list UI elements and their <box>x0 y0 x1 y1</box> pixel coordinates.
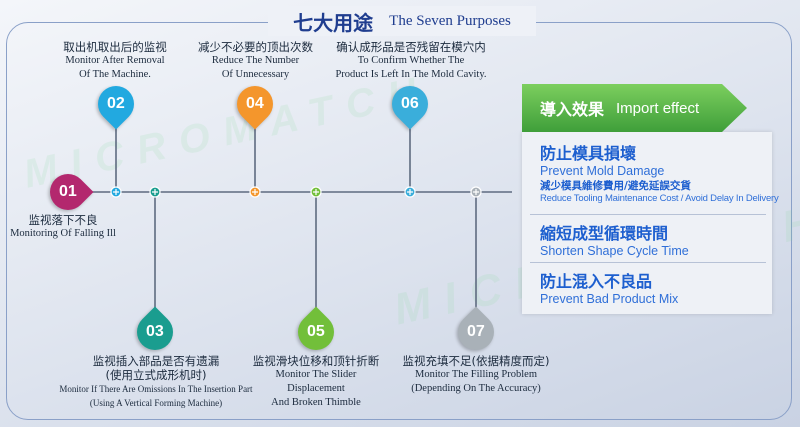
step-01-number: 01 <box>59 182 77 200</box>
step-05-label: 监视滑块位移和顶针折断 Monitor The Slider Displacem… <box>252 354 380 408</box>
title-en: The Seven Purposes <box>389 12 511 29</box>
effect-item-3: 防止混入不良品 Prevent Bad Product Mix <box>540 272 679 306</box>
step-03-label: 监视插入部品是否有遗漏 (使用立式成形机时) Monitor If There … <box>59 354 253 408</box>
effect-item-2: 縮短成型循環時間 Shorten Shape Cycle Time <box>540 224 689 258</box>
step-04-label: 减少不必要的顶出次数 Reduce The Number Of Unnecess… <box>198 40 313 80</box>
import-effect-header: 導入效果 Import effect <box>540 99 700 120</box>
step-06-label: 确认成形品是否残留在模穴内 To Confirm Whether The Pro… <box>335 40 487 80</box>
effect-divider-1 <box>530 214 766 215</box>
step-06-number: 06 <box>401 94 419 112</box>
step-07-number: 07 <box>467 322 485 340</box>
step-05-number: 05 <box>307 322 325 340</box>
import-effect-ribbon <box>522 84 747 132</box>
step-04-number: 04 <box>246 94 264 112</box>
import-effect-panel <box>522 132 772 314</box>
step-03-number: 03 <box>146 322 164 340</box>
step-07-label: 监视充填不足(依据精度而定) Monitor The Filling Probl… <box>402 354 550 394</box>
title-cn: 七大用途 <box>293 10 374 35</box>
effect-divider-2 <box>530 262 766 263</box>
effect-item-1: 防止模具損壞 Prevent Mold Damage 減少模具維修費用/避免延誤… <box>540 144 779 204</box>
step-01-label: 监视落下不良 Monitoring Of Falling Ill <box>10 213 116 239</box>
page-title: 七大用途 The Seven Purposes <box>268 6 536 36</box>
step-02-label: 取出机取出后的监视 Monitor After Removal Of The M… <box>63 40 167 80</box>
step-02-number: 02 <box>107 94 125 112</box>
